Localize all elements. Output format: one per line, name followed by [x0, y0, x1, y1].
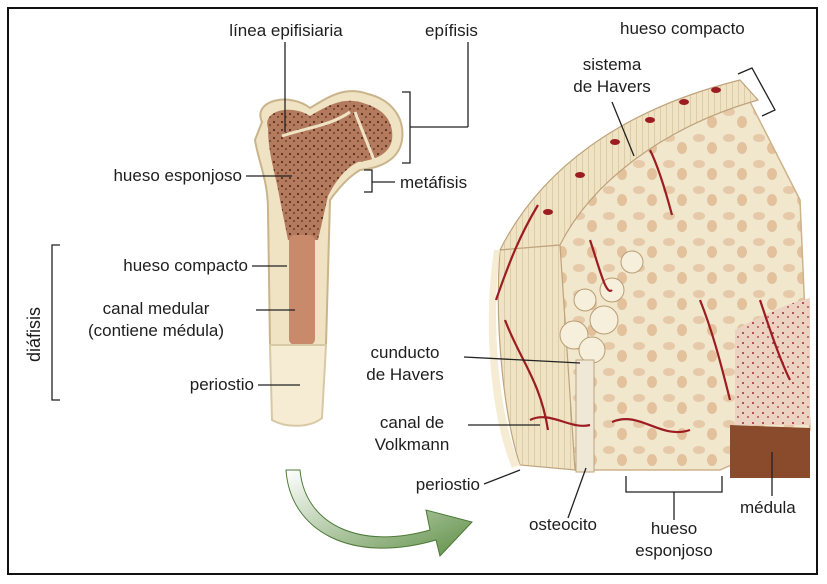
- havers-canal-column: [576, 360, 594, 472]
- label-canal-volkmann-line2: Volkmann: [360, 434, 464, 456]
- label-metafisis: metáfisis: [400, 172, 467, 194]
- medulla-block: [730, 425, 810, 478]
- bone-cutaway: [489, 80, 810, 478]
- label-medula: médula: [740, 497, 796, 519]
- label-periostio-right: periostio: [378, 474, 480, 496]
- label-hueso-esponjoso-bottom-line2: esponjoso: [624, 540, 724, 562]
- label-sistema-havers-line1: sistema: [562, 54, 662, 76]
- label-diafisis: diáfisis: [24, 307, 45, 362]
- label-sistema-havers-line2: de Havers: [562, 76, 662, 98]
- label-canal-medular-line2: (contiene médula): [60, 320, 252, 342]
- label-canal-medular-line1: canal medular: [60, 298, 252, 320]
- label-hueso-esponjoso-left: hueso esponjoso: [40, 165, 242, 187]
- label-hueso-compacto-left: hueso compacto: [60, 255, 248, 277]
- label-periostio-left: periostio: [140, 374, 254, 396]
- label-hueso-esponjoso-bottom-line1: hueso: [624, 518, 724, 540]
- medullary-canal: [289, 235, 315, 345]
- label-canal-volkmann-line1: canal de: [360, 412, 464, 434]
- label-hueso-compacto-top: hueso compacto: [620, 18, 745, 40]
- label-cunducto-havers-line2: de Havers: [352, 364, 458, 386]
- label-osteocito: osteocito: [508, 514, 618, 536]
- label-linea-epifisiaria: línea epifisiaria: [203, 20, 369, 42]
- label-cunducto-havers-line1: cunducto: [352, 342, 458, 364]
- label-epifisis: epífisis: [425, 20, 478, 42]
